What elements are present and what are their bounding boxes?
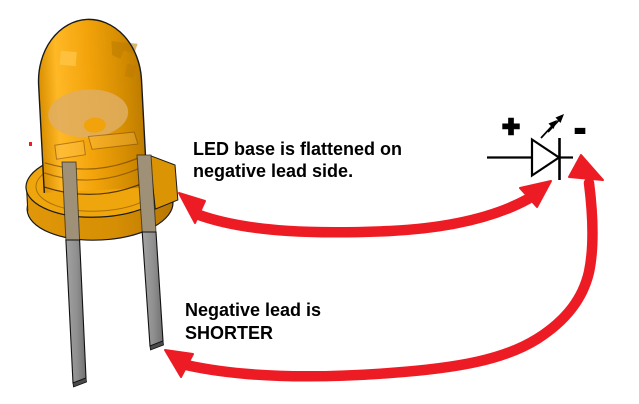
diode-triangle [530, 137, 561, 178]
lead-note: Negative lead is SHORTER [185, 300, 321, 343]
base-note: LED base is flattened on negative lead s… [193, 139, 402, 181]
positive-label: + [502, 111, 520, 144]
light-emission-arrows-icon [540, 114, 564, 139]
arrowhead-at-led-base [178, 192, 206, 224]
arrowhead-at-short-lead [164, 349, 194, 378]
lead-note-line2: SHORTER [185, 323, 273, 343]
inner-reflector-cup [48, 89, 129, 138]
led-3d-render [25, 18, 179, 241]
arrowhead-at-symbol-anode [519, 180, 552, 208]
arrow-short-lead-to-symbol [164, 154, 604, 382]
stray-red-mark [29, 142, 32, 146]
short-lead [136, 154, 164, 351]
arrowhead-at-symbol-cathode [568, 154, 604, 181]
lead-note-line1: Negative lead is [185, 300, 321, 320]
led-die [83, 117, 106, 133]
led-body [37, 18, 148, 195]
led-circuit-symbol-icon: + - [487, 109, 587, 180]
long-lead-tip [72, 377, 87, 388]
base-note-line1: LED base is flattened on [193, 139, 402, 159]
negative-label: - [574, 110, 585, 148]
arrow-base-to-symbol [178, 180, 552, 238]
short-lead-tip [149, 340, 164, 351]
long-lead [61, 161, 87, 388]
base-note-line2: negative lead side. [193, 161, 353, 181]
